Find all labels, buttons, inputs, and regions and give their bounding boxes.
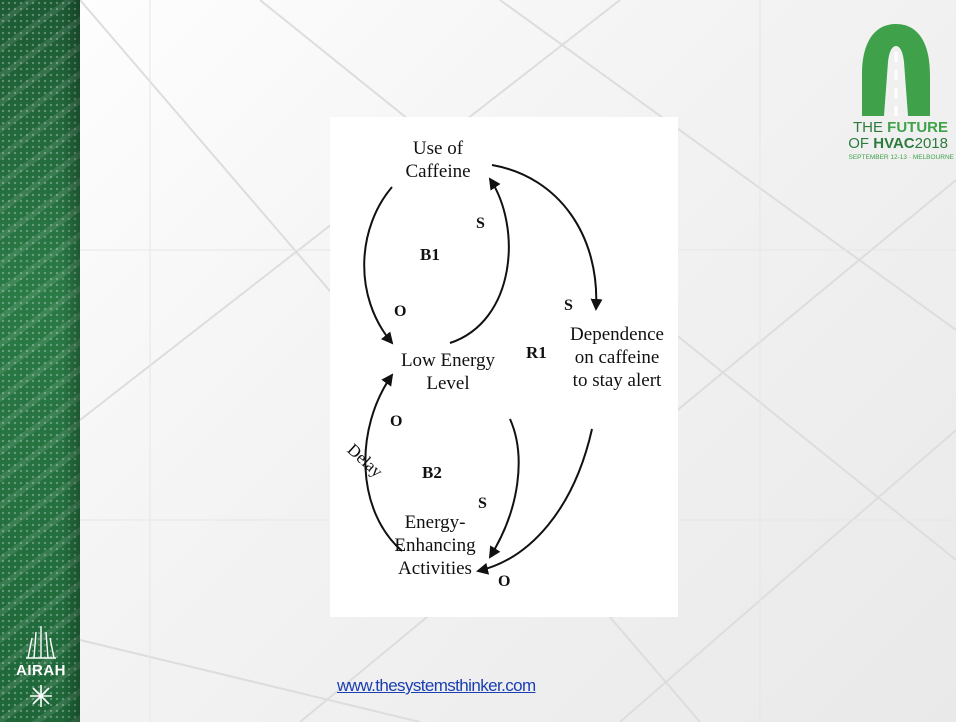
polarity-s-right: S	[564, 297, 573, 314]
node-low-energy-level: Low Energy Level	[400, 350, 496, 394]
polarity-o-mid: O	[390, 413, 403, 430]
airah-logo: AIRAH	[6, 622, 76, 714]
logo-line2: OF HVAC2018	[848, 135, 948, 152]
loop-label-b1: B1	[420, 245, 440, 264]
arrow-activities-to-low-energy	[364, 373, 403, 552]
loop-arrows	[363, 164, 603, 575]
polarity-o-left: O	[394, 303, 407, 320]
arrow-caffeine-to-dependence	[491, 164, 603, 311]
loop-label-r1: R1	[526, 343, 547, 362]
future-of-hvac-logo: THE FUTURE OF HVAC2018 SEPTEMBER 12-13 ·…	[836, 20, 956, 170]
arrow-low-energy-to-activities	[488, 418, 520, 559]
road-arch-icon	[862, 24, 930, 116]
polarity-s-top: S	[476, 215, 485, 232]
node-energy-enhancing-activities: Energy- Enhancing Activities	[394, 512, 476, 579]
causal-loop-diagram: Use of Caffeine Low Energy Level Depende…	[330, 117, 678, 617]
logo-date: SEPTEMBER 12-13 · MELBOURNE	[848, 154, 954, 161]
arrow-caffeine-to-low-energy	[363, 186, 394, 345]
source-link[interactable]: www.thesystemsthinker.com	[337, 676, 536, 695]
airah-brand: AIRAH	[16, 662, 66, 679]
left-sidebar: AIRAH	[0, 0, 80, 722]
node-dependence-on-caffeine: Dependence on caffeine to stay alert	[570, 324, 664, 391]
logo-line1: THE FUTURE	[853, 119, 948, 136]
node-use-of-caffeine: Use of Caffeine	[405, 138, 471, 182]
polarity-s-lower: S	[478, 495, 487, 512]
arrow-low-energy-to-caffeine	[449, 177, 510, 344]
snowflake-icon	[30, 685, 52, 707]
loop-label-b2: B2	[422, 463, 442, 482]
arrow-dependence-to-activities	[476, 428, 593, 575]
polarity-o-bottom: O	[498, 573, 511, 590]
